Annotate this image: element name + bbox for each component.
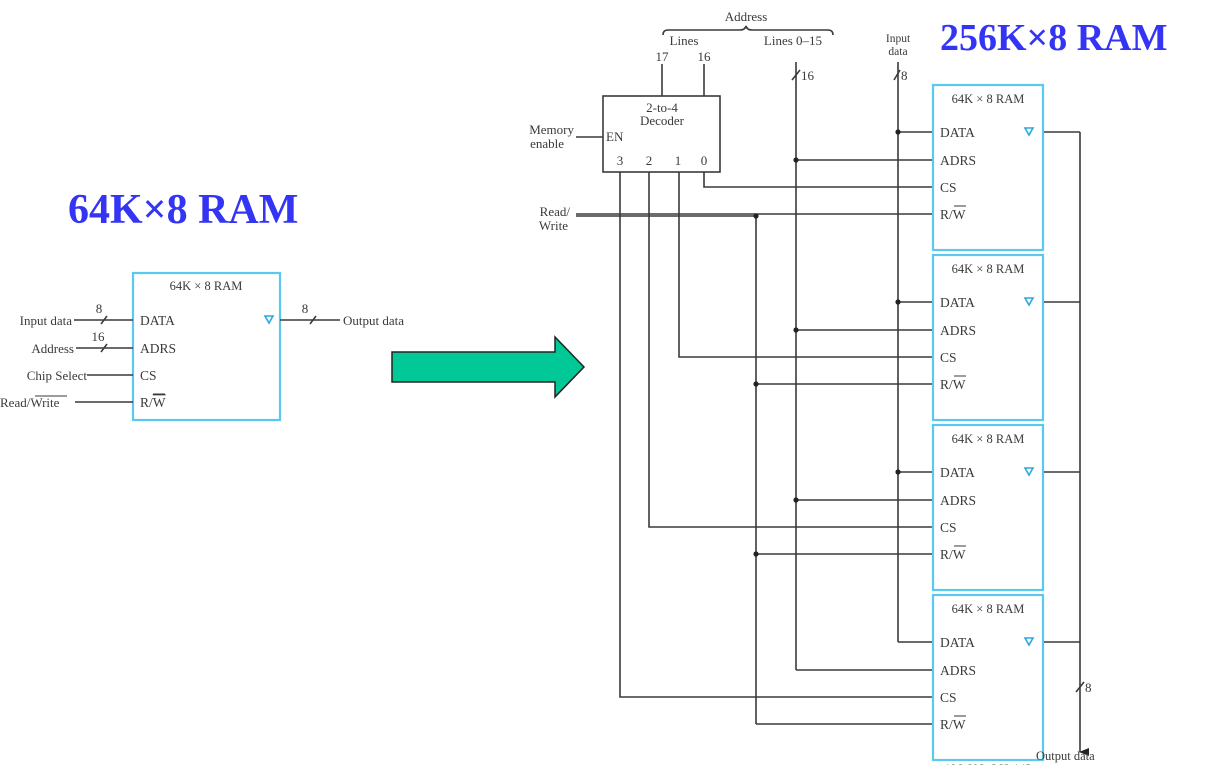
chip-select-wire bbox=[703, 172, 933, 188]
single-pin-adrs: ADRS bbox=[140, 341, 176, 356]
pin-data: DATA bbox=[940, 295, 975, 310]
decoder-box bbox=[602, 95, 721, 173]
chip-select-wire bbox=[619, 172, 933, 698]
single-pin-data: DATA bbox=[140, 313, 175, 328]
wiring bbox=[576, 62, 1089, 756]
decoder-output-0-label: 0 bbox=[701, 153, 708, 168]
decoder-enable-label: EN bbox=[606, 129, 624, 144]
single-chip-label: 64K × 8 RAM bbox=[170, 279, 243, 293]
pin-cs: CS bbox=[940, 350, 957, 365]
address-group-label: Address bbox=[725, 9, 768, 24]
junction-dot bbox=[793, 157, 799, 163]
single-chip-box bbox=[131, 271, 282, 422]
bus-slash bbox=[100, 343, 108, 353]
decoder-output-1-label: 1 bbox=[675, 153, 682, 168]
single-chip-select-label: Chip Select bbox=[27, 368, 88, 383]
bus-slash bbox=[309, 315, 317, 325]
pin-data: DATA bbox=[940, 125, 975, 140]
ram-chip-box bbox=[931, 423, 1045, 592]
junction-dot bbox=[753, 381, 759, 387]
address-lines-high-label: Lines bbox=[670, 33, 699, 48]
ram-chip-box bbox=[931, 593, 1045, 762]
input-data-label-line1: Input bbox=[886, 33, 911, 45]
junction-dot bbox=[895, 469, 901, 475]
single-address-label: Address bbox=[31, 341, 74, 356]
ram-chip-label: 64K × 8 RAM bbox=[952, 602, 1025, 616]
junction-dot bbox=[793, 327, 799, 333]
output-data-label: Output data bbox=[1036, 749, 1095, 763]
address-line-16-label: 16 bbox=[698, 49, 712, 64]
pin-adrs: ADRS bbox=[940, 493, 976, 508]
pin-rw: R/W bbox=[940, 547, 966, 562]
single-address-width: 16 bbox=[92, 329, 106, 344]
pin-data: DATA bbox=[940, 635, 975, 650]
single-input-width: 8 bbox=[96, 301, 103, 316]
ram-chip-box bbox=[931, 253, 1045, 422]
tristate-output-icon bbox=[1023, 637, 1035, 647]
right-arrow-icon bbox=[391, 335, 586, 399]
title-composite-memory: 256K×8 RAM bbox=[940, 17, 1167, 59]
pin-data: DATA bbox=[940, 465, 975, 480]
input-bus-width: 8 bbox=[901, 68, 908, 83]
tristate-output-icon bbox=[263, 315, 275, 325]
decoder-output-2-label: 2 bbox=[646, 153, 653, 168]
chip-select-wire bbox=[648, 172, 933, 528]
junction-dot bbox=[895, 299, 901, 305]
decoder-output-3-label: 3 bbox=[617, 153, 624, 168]
decoder: 2-to-4 Decoder EN 3 2 1 0 bbox=[602, 95, 721, 173]
single-read-write-label: Read/Write bbox=[0, 395, 60, 410]
read-write-label-line1: Read/ bbox=[540, 204, 571, 219]
tristate-output-icon bbox=[1023, 467, 1035, 477]
pin-cs: CS bbox=[940, 180, 957, 195]
ram-chip: 64K × 8 RAM DATA ADRS CS R/W 196,608–262,143 bbox=[931, 593, 1045, 765]
ram-chip-label: 64K × 8 RAM bbox=[952, 432, 1025, 446]
pin-rw: R/W bbox=[940, 717, 966, 732]
address-range-label: 196,608–262,143 bbox=[944, 762, 1032, 765]
ram-chip-label: 64K × 8 RAM bbox=[952, 92, 1025, 106]
tristate-output-icon bbox=[1023, 297, 1035, 307]
pin-adrs: ADRS bbox=[940, 323, 976, 338]
address-line-17-label: 17 bbox=[656, 49, 670, 64]
address-header: Address Lines Lines 0–15 17 16 16 bbox=[656, 9, 834, 96]
title-single-chip: 64K×8 RAM bbox=[68, 187, 298, 233]
output-bus-width: 8 bbox=[1085, 680, 1092, 695]
bus-slash bbox=[100, 315, 108, 325]
pin-rw: R/W bbox=[940, 207, 966, 222]
junction-dot bbox=[793, 497, 799, 503]
bus-slash bbox=[893, 69, 901, 81]
address-lines-low-label: Lines 0–15 bbox=[764, 33, 822, 48]
pin-adrs: ADRS bbox=[940, 663, 976, 678]
read-write-label-line2: Write bbox=[539, 218, 568, 233]
input-data-label-line2: data bbox=[888, 46, 907, 58]
single-ram-chip: 64K × 8 RAM DATA ADRS CS R/W Input data … bbox=[0, 271, 404, 422]
single-output-width: 8 bbox=[302, 301, 309, 316]
pin-cs: CS bbox=[940, 690, 957, 705]
memory-enable-label-line2: enable bbox=[530, 136, 564, 151]
junction-dot bbox=[895, 129, 901, 135]
chip-select-wire bbox=[678, 172, 933, 358]
memory-enable-label-line1: Memory bbox=[529, 122, 574, 137]
pin-rw: R/W bbox=[940, 377, 966, 392]
bus-slash bbox=[1075, 681, 1085, 693]
single-input-data-label: Input data bbox=[20, 313, 73, 328]
tristate-output-icon bbox=[1023, 127, 1035, 137]
pin-cs: CS bbox=[940, 520, 957, 535]
single-pin-cs: CS bbox=[140, 368, 157, 383]
junction-dot bbox=[753, 213, 759, 219]
ram-chip-label: 64K × 8 RAM bbox=[952, 262, 1025, 276]
address-bus-width: 16 bbox=[801, 68, 815, 83]
single-pin-rw: R/W bbox=[140, 395, 166, 410]
decoder-title-line2: Decoder bbox=[640, 113, 685, 128]
decoder-title-line1: 2-to-4 bbox=[646, 100, 678, 115]
ram-chip-box bbox=[931, 83, 1045, 252]
junction-dot bbox=[753, 551, 759, 557]
address-brace bbox=[662, 25, 834, 36]
pin-adrs: ADRS bbox=[940, 153, 976, 168]
single-output-label: Output data bbox=[343, 313, 404, 328]
